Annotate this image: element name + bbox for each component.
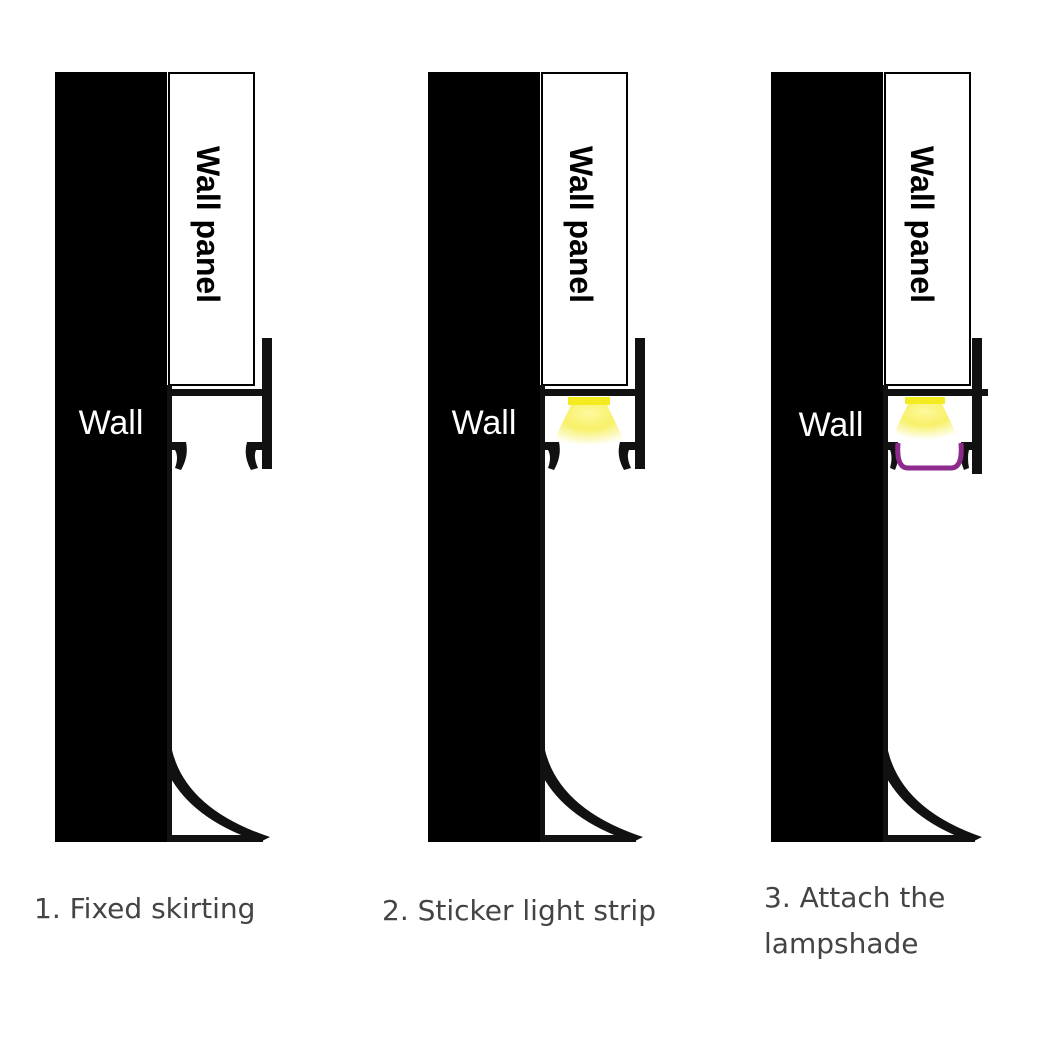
step-3-caption: 3. Attach the lampshade	[764, 875, 945, 967]
wall-block	[771, 72, 883, 842]
step-1-caption: 1. Fixed skirting	[34, 886, 255, 932]
wall-label: Wall	[799, 406, 864, 444]
skirting-profile	[167, 338, 272, 842]
wall-block	[55, 72, 167, 842]
skirting-profile	[540, 338, 645, 842]
wall-label: Wall	[452, 404, 517, 442]
wall-block	[428, 72, 540, 842]
step-3-diagram: Wall Wall panel	[771, 72, 988, 842]
step-2-caption: 2. Sticker light strip	[382, 888, 656, 934]
caption-line: 3. Attach the	[764, 881, 946, 914]
wall-panel-label: Wall panel	[190, 146, 226, 303]
wall-panel-label: Wall panel	[563, 146, 599, 303]
caption-line: 2. Sticker light strip	[382, 894, 656, 927]
wall-panel	[541, 72, 628, 386]
wall-label: Wall	[79, 404, 144, 442]
step-1-diagram: Wall Wall panel	[55, 72, 272, 842]
light-strip	[893, 397, 957, 440]
light-strip	[554, 397, 624, 446]
step-2-diagram: Wall Wall panel	[428, 72, 645, 842]
wall-panel	[884, 72, 971, 386]
lampshade	[895, 442, 964, 471]
caption-line: 1. Fixed skirting	[34, 892, 256, 925]
wall-panel-label: Wall panel	[904, 146, 940, 303]
wall-panel	[168, 72, 255, 386]
caption-line: lampshade	[764, 927, 919, 960]
